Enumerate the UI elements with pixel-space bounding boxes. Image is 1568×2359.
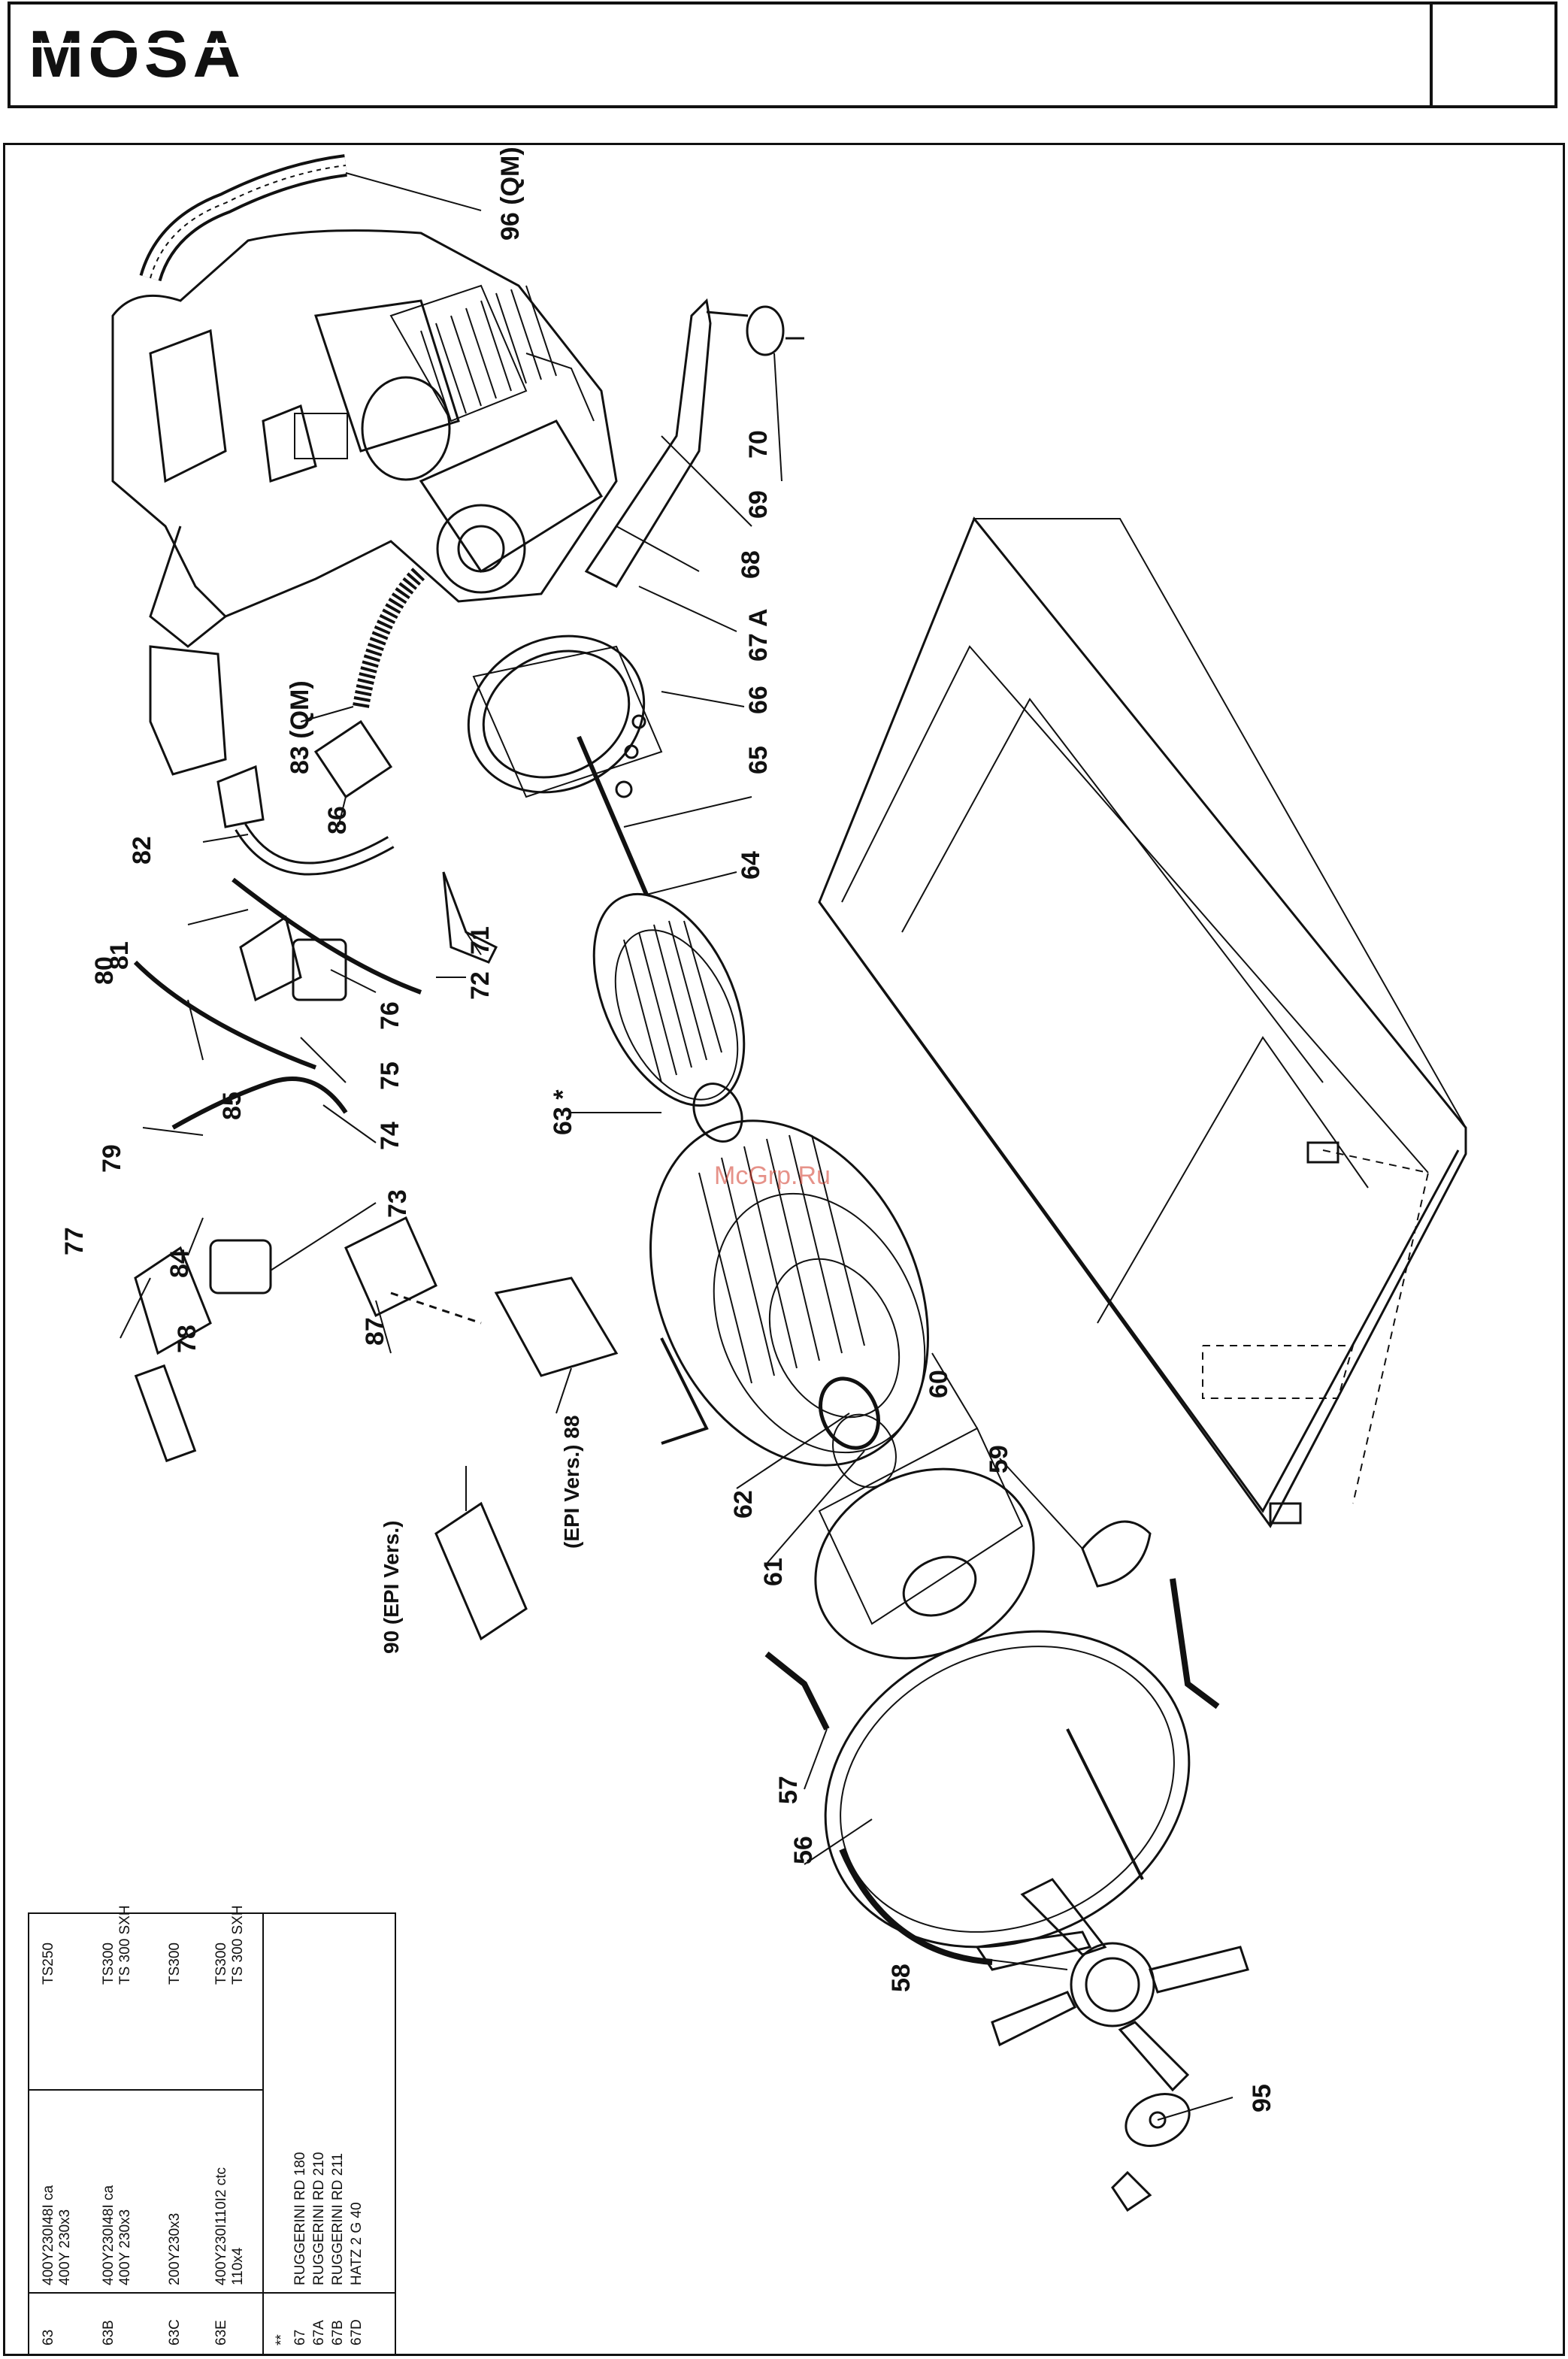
callout-70: 70 bbox=[744, 430, 773, 459]
logo-text: MOSA bbox=[29, 17, 245, 90]
row-code: 63B bbox=[101, 2320, 117, 2345]
callout-67a: 67 A bbox=[744, 608, 773, 662]
callout-65: 65 bbox=[744, 746, 773, 774]
variant-table-text: 63 400Y230I48I ca 400Y 230x3 TS250 63B 4… bbox=[41, 1905, 365, 2345]
callout-66: 66 bbox=[744, 686, 773, 714]
row-code: 63E bbox=[213, 2320, 229, 2345]
callout-56: 56 bbox=[789, 1836, 818, 1864]
callout-68: 68 bbox=[737, 550, 765, 579]
cable-83 bbox=[353, 565, 427, 708]
row-spec1: 400Y230I48I ca bbox=[41, 2185, 56, 2285]
callout-95: 95 bbox=[1248, 2084, 1276, 2112]
callout-86: 86 bbox=[323, 806, 352, 834]
callout-63: 63 * bbox=[549, 1089, 577, 1135]
callout-71: 71 bbox=[466, 926, 495, 955]
air-intake bbox=[149, 645, 227, 776]
header-divider bbox=[1430, 5, 1433, 105]
diagram-frame bbox=[3, 143, 1565, 2356]
engine-code: 67A bbox=[311, 2320, 327, 2345]
row-model1: TS250 bbox=[41, 1943, 56, 1985]
callout-72: 72 bbox=[466, 971, 495, 1000]
header-frame: MOSA bbox=[8, 2, 1557, 108]
callout-74: 74 bbox=[376, 1122, 404, 1150]
mosa-logo: MOSA bbox=[29, 17, 251, 90]
adapter-flange bbox=[467, 634, 663, 798]
callout-69: 69 bbox=[744, 490, 773, 519]
bearing bbox=[819, 1376, 880, 1450]
row-spec2: 110x4 bbox=[230, 2247, 246, 2285]
variant-table bbox=[28, 1912, 396, 2356]
callout-90: 90 (EPI Vers.) bbox=[380, 1521, 403, 1654]
callout-73: 73 bbox=[383, 1189, 412, 1218]
cable-85 bbox=[171, 1077, 348, 1130]
epi-plate bbox=[344, 1216, 437, 1318]
relay bbox=[209, 1239, 272, 1295]
engine-code: 67 bbox=[292, 2330, 308, 2345]
callout-85: 85 bbox=[218, 1092, 247, 1120]
engine-code: 67D bbox=[349, 2319, 365, 2345]
row-model1: TS300 bbox=[101, 1943, 117, 1985]
callout-75: 75 bbox=[376, 1061, 404, 1090]
fan bbox=[975, 1878, 1249, 2092]
callout-62: 62 bbox=[729, 1490, 758, 1519]
stator bbox=[649, 1119, 929, 1467]
engine-name: RUGGERINI RD 210 bbox=[311, 2152, 327, 2285]
callout-81: 81 bbox=[105, 941, 134, 970]
row-model1: TS300 bbox=[213, 1943, 229, 1985]
epi-90 bbox=[434, 1501, 528, 1641]
callout-76: 76 bbox=[376, 1001, 404, 1030]
watermark: McGrp.Ru bbox=[714, 1161, 831, 1190]
callout-82: 82 bbox=[128, 836, 156, 865]
bracket-72 bbox=[442, 871, 498, 964]
bracket-78 bbox=[134, 1364, 197, 1463]
solenoid bbox=[292, 938, 347, 1001]
engine-code: 67B bbox=[330, 2320, 346, 2345]
row-model2: TS 300 SXH bbox=[117, 1905, 133, 1985]
epi-actuator bbox=[494, 1276, 619, 1377]
row-code: 63C bbox=[167, 2319, 183, 2345]
callout-79: 79 bbox=[98, 1144, 126, 1173]
callout-77: 77 bbox=[60, 1227, 89, 1255]
engine-assembly bbox=[111, 229, 618, 648]
end-shield bbox=[814, 1427, 1035, 1660]
fan-guard bbox=[764, 1578, 1220, 1965]
callout-78: 78 bbox=[173, 1325, 201, 1353]
hub bbox=[1111, 2093, 1191, 2212]
callout-60: 60 bbox=[925, 1370, 953, 1398]
callout-83: 83 (QM) bbox=[286, 680, 314, 774]
callout-88: (EPI Vers.) 88 bbox=[560, 1416, 583, 1549]
row-spec1: 200Y230x3 bbox=[167, 2213, 183, 2285]
foot bbox=[1081, 1520, 1152, 1588]
callout-59: 59 bbox=[985, 1445, 1013, 1473]
engine-name: HATZ 2 G 40 bbox=[349, 2202, 365, 2285]
row-model2: TS 300 SXH bbox=[230, 1905, 246, 1985]
rotor bbox=[592, 892, 746, 1143]
callout-58: 58 bbox=[887, 1964, 916, 1992]
callout-87: 87 bbox=[361, 1317, 389, 1346]
row-spec2: 400Y 230x3 bbox=[57, 2209, 73, 2285]
callout-84: 84 bbox=[165, 1249, 194, 1278]
callout-96: 96 (QM) bbox=[496, 147, 525, 241]
row-spec2: 400Y 230x3 bbox=[117, 2209, 133, 2285]
callout-61: 61 bbox=[759, 1558, 788, 1586]
bracket-77 bbox=[134, 1246, 212, 1355]
row-model1: TS300 bbox=[167, 1943, 183, 1985]
callout-64: 64 bbox=[737, 851, 765, 880]
callout-57: 57 bbox=[774, 1776, 803, 1804]
engine-name: RUGGERINI RD 211 bbox=[330, 2153, 346, 2285]
grommet bbox=[313, 719, 393, 799]
row-spec1: 400Y230I48I ca bbox=[101, 2185, 117, 2285]
callouts: 96 (QM) 70 69 68 67 A 66 65 64 63 * 62 6… bbox=[60, 147, 1276, 2112]
engine-name: RUGGERINI RD 180 bbox=[292, 2152, 308, 2285]
base-frame bbox=[818, 516, 1467, 1528]
row-spec1: 400Y230I110I2 ctc bbox=[213, 2167, 229, 2285]
engine-code: ** bbox=[274, 2334, 289, 2345]
row-code: 63 bbox=[41, 2330, 56, 2345]
shaft bbox=[577, 735, 649, 896]
callout-80: 80 bbox=[90, 956, 119, 985]
